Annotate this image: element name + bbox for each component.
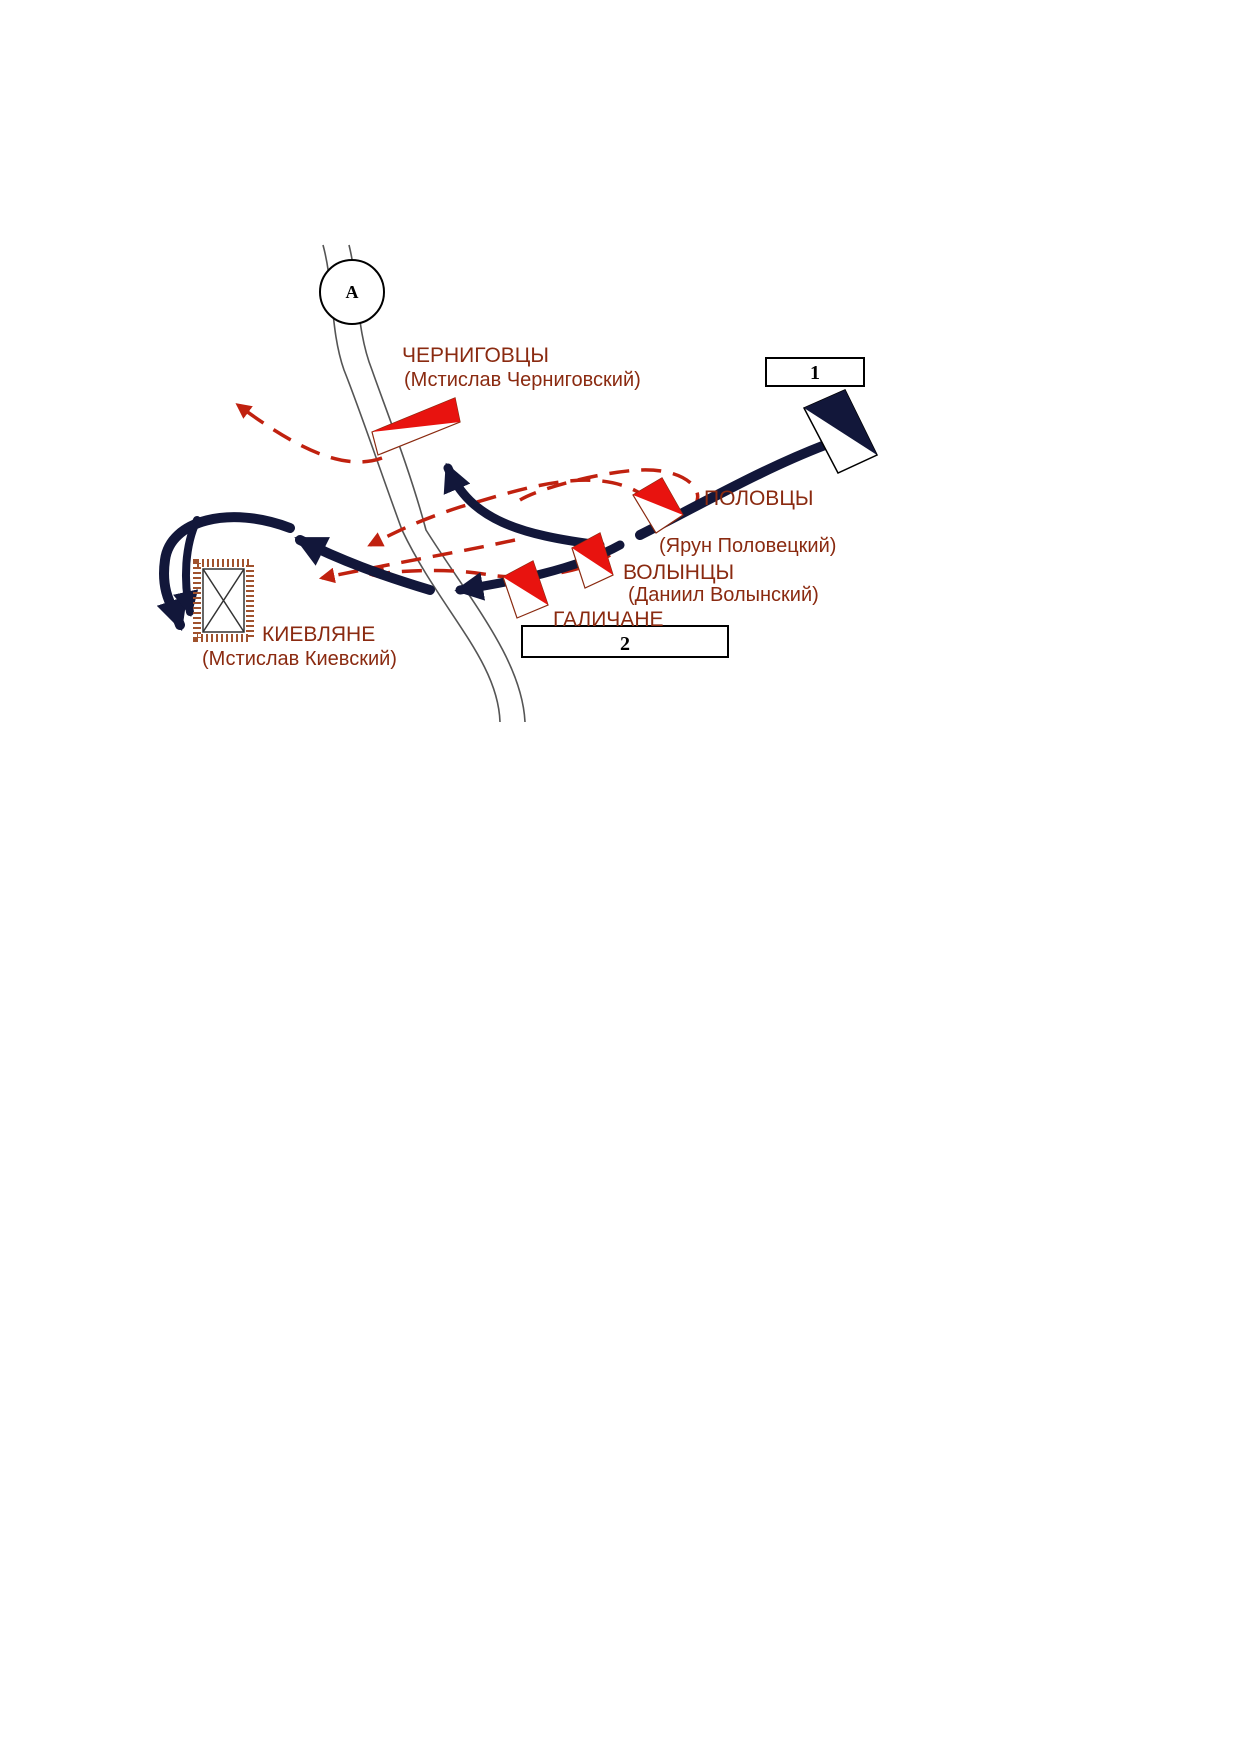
- volyn-flag-fill: [572, 533, 613, 575]
- point-a-circle: [319, 259, 385, 325]
- retreat-arrow-galich: [318, 538, 516, 584]
- kiev-camp-border: [193, 559, 254, 642]
- mongol-arrow-encircle-inner: [173, 516, 201, 618]
- polovtsy-leader: (Ярун Половецкий): [659, 535, 836, 557]
- volyn-name: ВОЛЫНЦЫ: [623, 561, 734, 584]
- box-1: 1: [765, 357, 865, 387]
- unit-volyn: [571, 532, 614, 589]
- chernigov-leader: (Мстислав Черниговский): [404, 369, 641, 391]
- polovtsy-flag-fill: [633, 478, 683, 515]
- kiev-name: КИЕВЛЯНЕ: [262, 623, 375, 646]
- chernigov-flag-fill: [372, 398, 460, 432]
- kiev-camp: [193, 559, 254, 642]
- mongol-arrow-west: [294, 535, 435, 595]
- volyn-leader: (Даниил Волынский): [628, 584, 819, 606]
- unit-polovtsy: [632, 477, 684, 534]
- mongol-formation: [802, 389, 879, 474]
- retreat-arrows: [235, 403, 700, 584]
- retreat-arrow-volyn: [368, 553, 611, 581]
- chernigov-name: ЧЕРНИГОВЦЫ: [402, 344, 549, 367]
- retreat-arrow-chernigov: [235, 403, 383, 464]
- mongol-flag-fill: [804, 390, 877, 455]
- kiev-leader: (Мстислав Киевский): [202, 648, 397, 670]
- galich-name: ГАЛИЧАНЕ: [553, 608, 664, 631]
- retreat-arrow-loop: [519, 468, 700, 512]
- kiev-camp-cross-2: [202, 568, 245, 633]
- unit-chernigov: [371, 397, 461, 456]
- mongol-arrow-encircle: [156, 512, 295, 632]
- galich-flag-fill: [503, 561, 548, 605]
- retreat-arrow-polovtsy: [367, 478, 652, 547]
- point-a-label: A: [346, 282, 359, 302]
- point-a-marker: A: [319, 259, 385, 325]
- mongol-arrow-to-chernigov: [443, 462, 605, 550]
- polovtsy-name: ПОЛОВЦЫ: [704, 487, 813, 510]
- unit-galich: [502, 560, 549, 619]
- box-2-label: 2: [620, 633, 630, 655]
- box-1-label: 1: [810, 362, 820, 384]
- mongol-attack-arrows: [156, 440, 830, 632]
- box-2: 2: [521, 625, 729, 658]
